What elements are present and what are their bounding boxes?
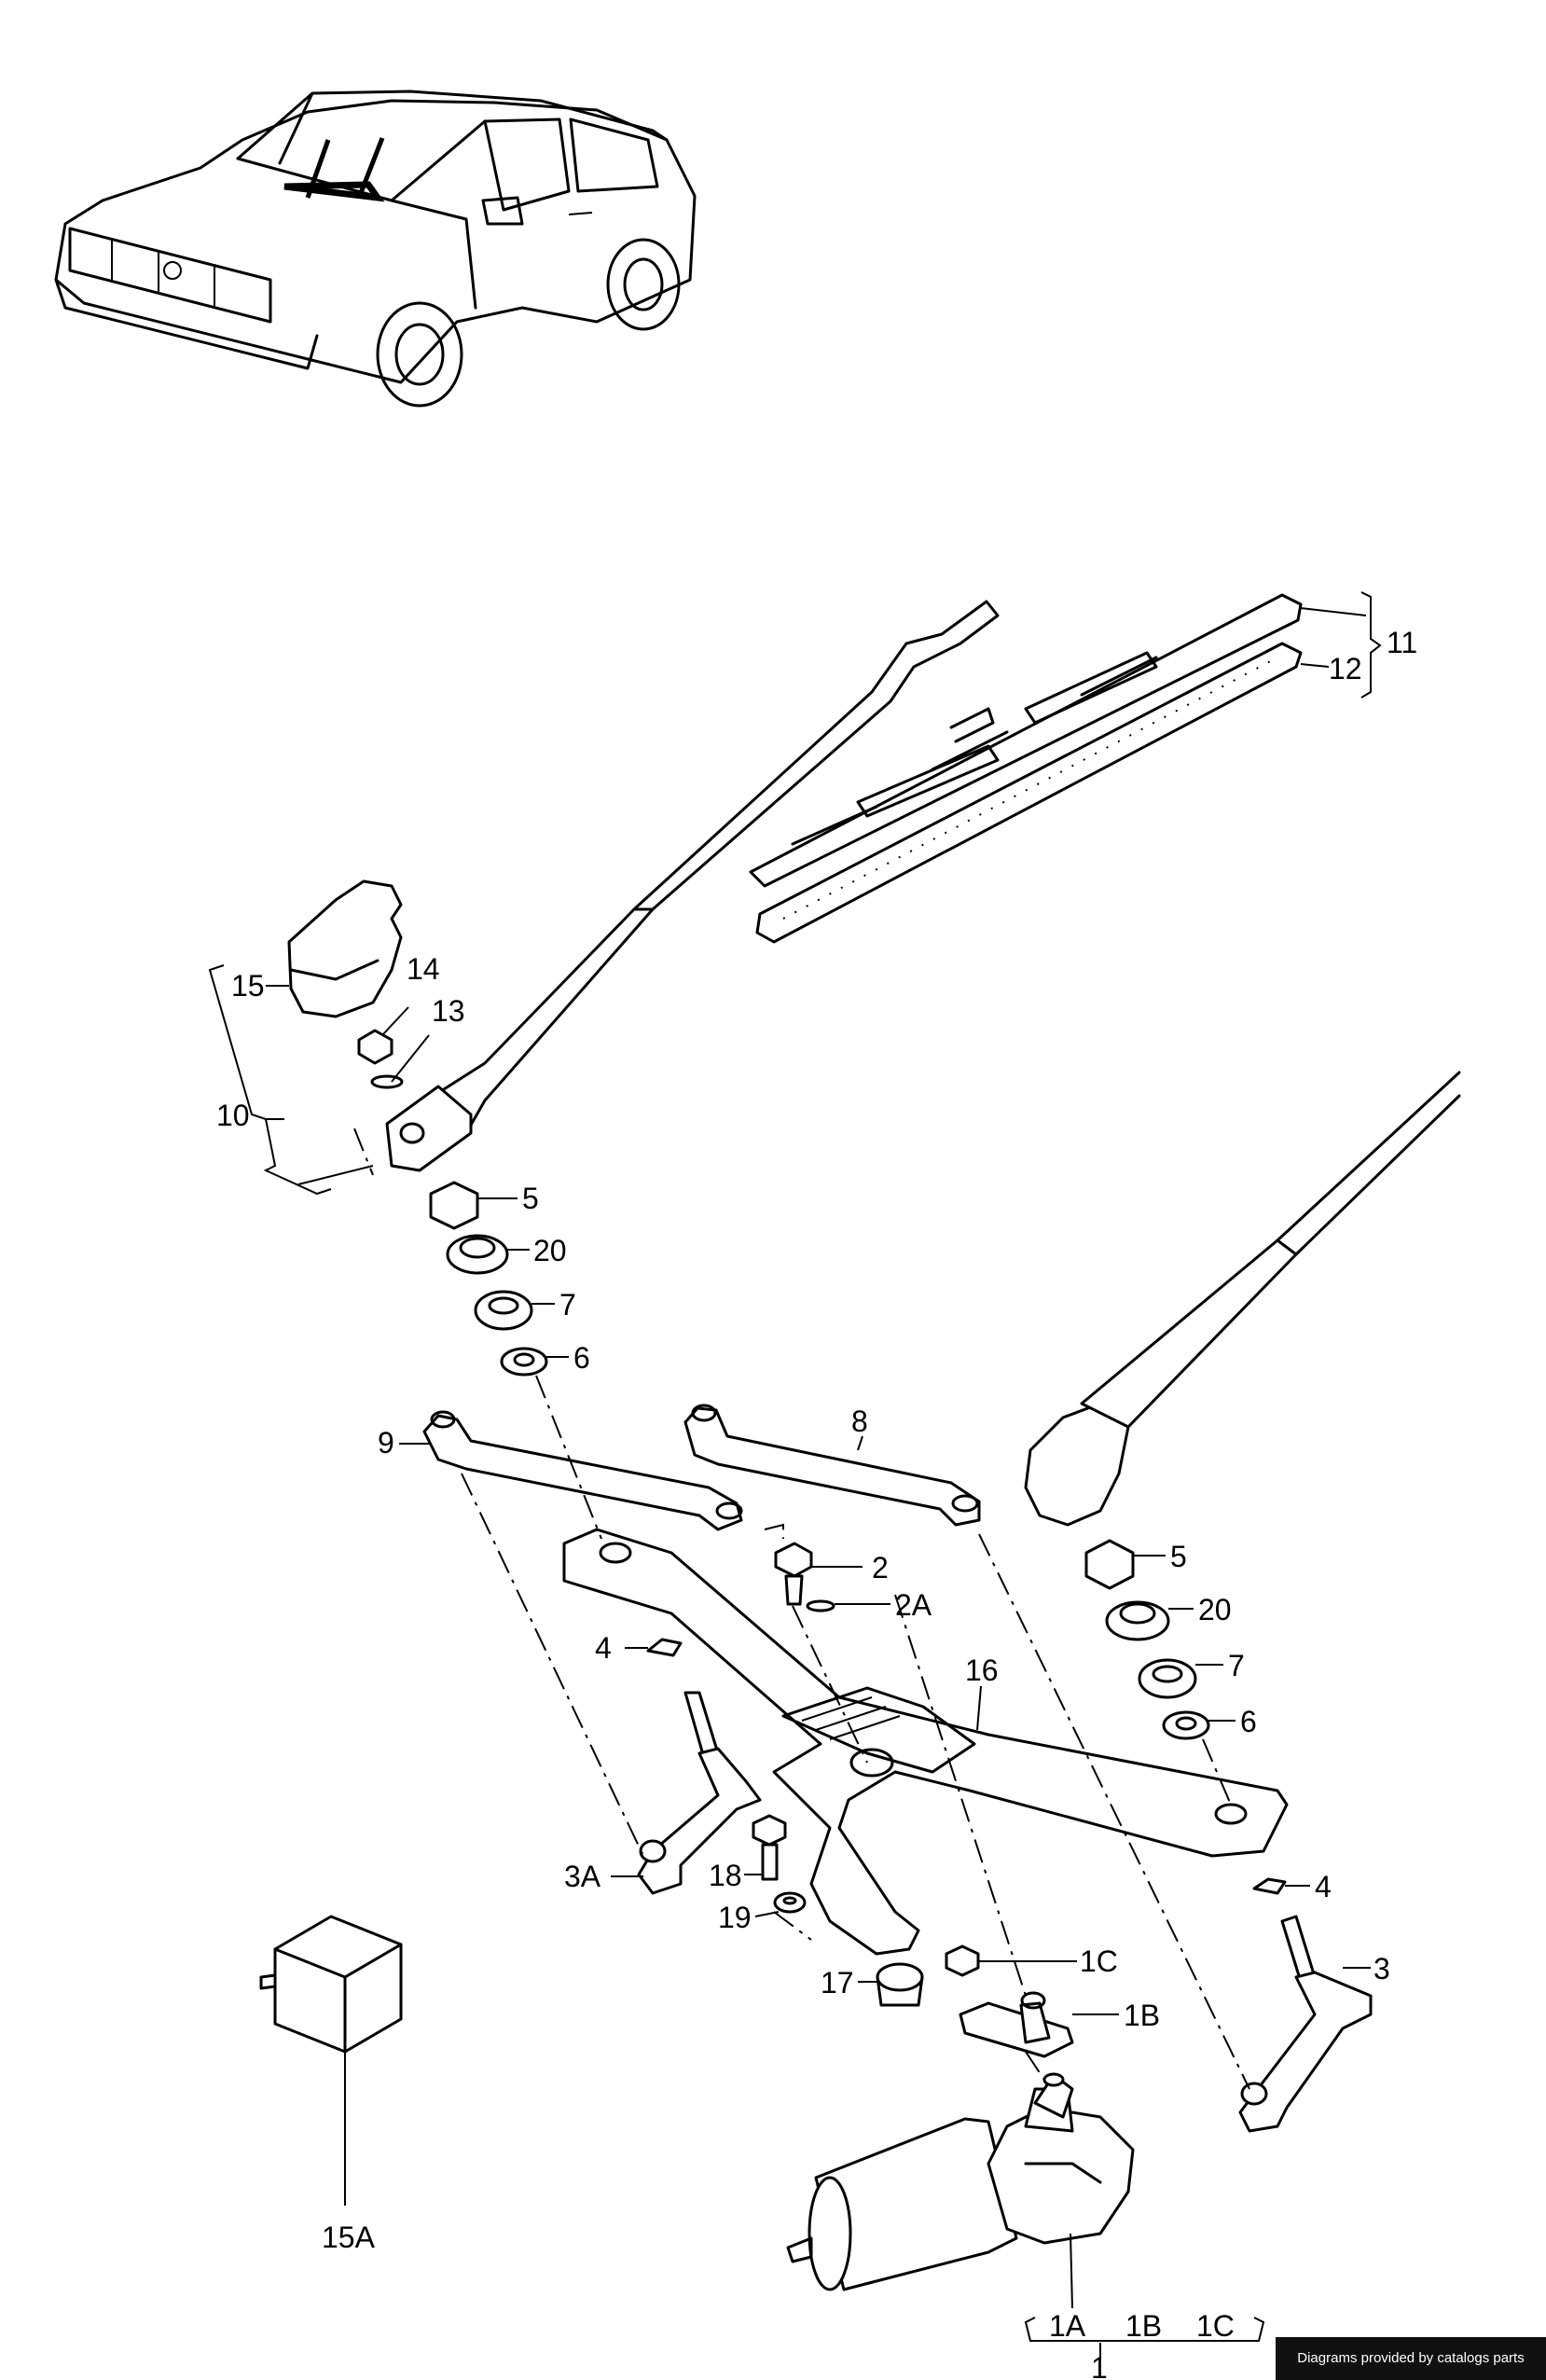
label-20-left: 20 bbox=[533, 1234, 567, 1267]
label-6-left: 6 bbox=[573, 1341, 590, 1375]
label-1A-group: 1A bbox=[1049, 2309, 1086, 2343]
part-labels: 15 14 13 10 5 20 7 6 9 8 2 2A 4 16 3A 18… bbox=[216, 626, 1417, 2380]
label-8: 8 bbox=[851, 1404, 868, 1438]
label-19: 19 bbox=[718, 1901, 752, 1934]
wiper-frame-16 bbox=[562, 1528, 1289, 1956]
bushing-20-right bbox=[1105, 1600, 1170, 1641]
label-13: 13 bbox=[432, 994, 465, 1028]
label-12: 12 bbox=[1329, 652, 1362, 685]
clip-4-left bbox=[646, 1638, 683, 1657]
footer-credit: Diagrams provided by catalogs parts bbox=[1276, 2337, 1546, 2380]
label-4-right: 4 bbox=[1315, 1870, 1332, 1903]
label-7-right: 7 bbox=[1228, 1649, 1245, 1682]
washer-6-right bbox=[1162, 1710, 1210, 1740]
leader-lines bbox=[208, 591, 1382, 2359]
label-16: 16 bbox=[965, 1654, 999, 1687]
label-7-left: 7 bbox=[559, 1288, 576, 1321]
label-1C: 1C bbox=[1080, 1944, 1118, 1978]
label-14: 14 bbox=[407, 952, 440, 986]
label-2: 2 bbox=[872, 1551, 889, 1584]
assembly-lines bbox=[353, 1128, 1250, 2090]
label-17: 17 bbox=[821, 1966, 854, 1999]
label-1B-group: 1B bbox=[1125, 2309, 1162, 2343]
wiper-motor bbox=[786, 2072, 1135, 2291]
grommet-17 bbox=[876, 1962, 924, 2007]
label-1B: 1B bbox=[1124, 1999, 1160, 2032]
label-15A: 15A bbox=[322, 2221, 376, 2254]
nut-5-left bbox=[429, 1181, 479, 1230]
label-3A: 3A bbox=[564, 1860, 601, 1893]
wiper-blade bbox=[749, 593, 1303, 888]
wiper-blade-rubber bbox=[755, 642, 1303, 944]
label-18: 18 bbox=[709, 1859, 742, 1892]
nut-1C bbox=[945, 1944, 980, 1977]
label-1: 1 bbox=[1091, 2351, 1108, 2380]
linkage-rod-9 bbox=[422, 1410, 743, 1531]
label-4-left: 4 bbox=[595, 1631, 612, 1665]
label-10: 10 bbox=[216, 1099, 250, 1132]
wiper-arm-right bbox=[1024, 1071, 1461, 1527]
washer-6-left bbox=[500, 1347, 548, 1377]
linkage-rod-8 bbox=[683, 1404, 981, 1527]
bracket-1B bbox=[959, 1991, 1074, 2058]
relay-15A bbox=[259, 1915, 403, 2054]
car-illustration bbox=[54, 90, 697, 408]
bolt-18 bbox=[752, 1814, 787, 1881]
label-3: 3 bbox=[1373, 1952, 1390, 1986]
arm-cap-left bbox=[287, 879, 403, 1018]
nut-5-right bbox=[1084, 1539, 1135, 1590]
washer-19 bbox=[773, 1891, 807, 1914]
label-1C-group: 1C bbox=[1196, 2309, 1235, 2343]
label-11: 11 bbox=[1387, 626, 1417, 659]
label-5-right: 5 bbox=[1170, 1540, 1187, 1573]
seal-7-left bbox=[474, 1290, 533, 1331]
label-2A: 2A bbox=[895, 1588, 932, 1622]
bolt-2 bbox=[774, 1542, 813, 1606]
label-9: 9 bbox=[378, 1426, 394, 1460]
label-20-right: 20 bbox=[1198, 1593, 1232, 1626]
spindle-3 bbox=[1238, 1915, 1373, 2133]
washer-13 bbox=[370, 1074, 404, 1089]
spindle-3A bbox=[637, 1691, 762, 1895]
wiper-arm-left bbox=[385, 600, 1000, 1172]
label-6-right: 6 bbox=[1240, 1705, 1257, 1738]
washer-2A bbox=[806, 1599, 835, 1612]
clip-4-right bbox=[1252, 1877, 1287, 1895]
bushing-20-left bbox=[446, 1234, 509, 1275]
label-5-left: 5 bbox=[522, 1182, 539, 1215]
seal-7-right bbox=[1138, 1658, 1197, 1699]
nut-14 bbox=[357, 1029, 393, 1065]
label-15: 15 bbox=[231, 969, 265, 1003]
